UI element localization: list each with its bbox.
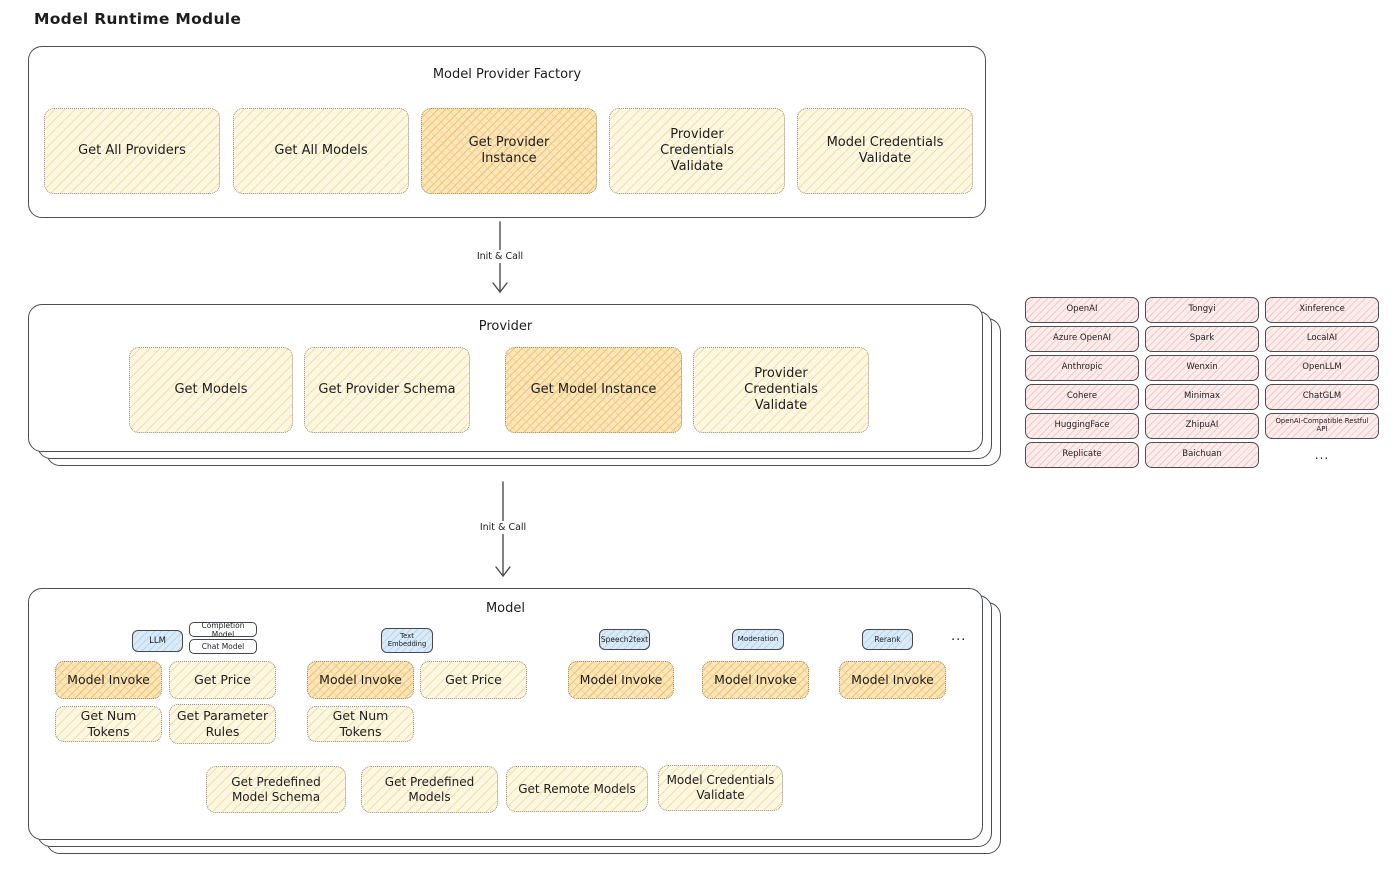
provider-panel: Provider Get Models Get Provider Schema … [28, 304, 983, 452]
init-call-label-bottom: Init & Call [471, 521, 535, 534]
node-get-models: Get Models [129, 347, 293, 433]
node-model-credentials-validate: Model Credentials Validate [797, 108, 973, 194]
node-get-all-models: Get All Models [233, 108, 409, 194]
node-te-get-num-tokens: Get Num Tokens [307, 706, 414, 742]
tab-moderation: Moderation [732, 629, 784, 650]
provider-chip-huggingface: HuggingFace [1025, 413, 1139, 439]
tab-rerank: Rerank [862, 629, 913, 650]
node-get-model-instance: Get Model Instance [505, 347, 682, 433]
node-get-provider-instance: Get Provider Instance [421, 108, 597, 194]
model-title: Model [485, 601, 526, 616]
provider-chip-openllm: OpenLLM [1265, 355, 1379, 381]
node-moderation-model-invoke: Model Invoke [702, 661, 809, 699]
tab-completion-model: Completion Model [189, 621, 257, 639]
tab-text-embedding: Text Embedding [381, 628, 433, 653]
provider-chip-anthropic: Anthropic [1025, 355, 1139, 381]
node-provider-credentials-validate-2: Provider Credentials Validate [693, 347, 869, 433]
tabs-more-ellipsis: ... [951, 629, 967, 644]
node-get-remote-models: Get Remote Models [506, 766, 648, 812]
node-s2t-model-invoke: Model Invoke [568, 661, 674, 699]
tab-chat-model: Chat Model [189, 639, 257, 654]
provider-chip-openai-compatible-restful-api: OpenAI-Compatible Restful API [1265, 413, 1379, 439]
provider-chip-cohere: Cohere [1025, 384, 1139, 410]
node-provider-credentials-validate: Provider Credentials Validate [609, 108, 785, 194]
tab-llm: LLM [132, 630, 183, 652]
provider-chip-spark: Spark [1145, 326, 1259, 352]
model-panel: Model LLM Completion Model Chat Model Te… [28, 588, 983, 840]
node-rerank-model-invoke: Model Invoke [839, 661, 946, 699]
providers-more-ellipsis: ... [1314, 448, 1330, 462]
tab-speech2text: Speech2text [599, 629, 650, 650]
provider-chip-xinference: Xinference [1265, 297, 1379, 323]
provider-chip-tongyi: Tongyi [1145, 297, 1259, 323]
provider-chip-zhipuai: ZhipuAI [1145, 413, 1259, 439]
factory-title: Model Provider Factory [432, 67, 582, 82]
node-llm-model-invoke: Model Invoke [55, 661, 162, 699]
node-get-provider-schema: Get Provider Schema [304, 347, 470, 433]
provider-chip-wenxin: Wenxin [1145, 355, 1259, 381]
node-get-predefined-model-schema: Get Predefined Model Schema [206, 766, 346, 813]
node-llm-get-parameter-rules: Get Parameter Rules [169, 704, 276, 744]
node-model-credentials-validate-shared: Model Credentials Validate [658, 765, 783, 811]
provider-chip-openai: OpenAI [1025, 297, 1139, 323]
node-te-model-invoke: Model Invoke [307, 661, 414, 699]
provider-chip-localai: LocalAI [1265, 326, 1379, 352]
node-get-predefined-models: Get Predefined Models [361, 766, 498, 813]
node-llm-get-price: Get Price [169, 661, 276, 699]
node-get-all-providers: Get All Providers [44, 108, 220, 194]
model-provider-factory-panel: Model Provider Factory Get All Providers… [28, 46, 986, 218]
provider-title: Provider [478, 319, 533, 334]
provider-chip-replicate: Replicate [1025, 442, 1139, 468]
node-te-get-price: Get Price [420, 661, 527, 699]
providers-grid: OpenAI Tongyi Xinference Azure OpenAI Sp… [1025, 297, 1379, 468]
page-title: Model Runtime Module [34, 10, 242, 28]
provider-chip-baichuan: Baichuan [1145, 442, 1259, 468]
init-call-label-top: Init & Call [468, 250, 532, 263]
node-llm-get-num-tokens: Get Num Tokens [55, 706, 162, 742]
provider-chip-minimax: Minimax [1145, 384, 1259, 410]
provider-chip-azure-openai: Azure OpenAI [1025, 326, 1139, 352]
provider-chip-chatglm: ChatGLM [1265, 384, 1379, 410]
